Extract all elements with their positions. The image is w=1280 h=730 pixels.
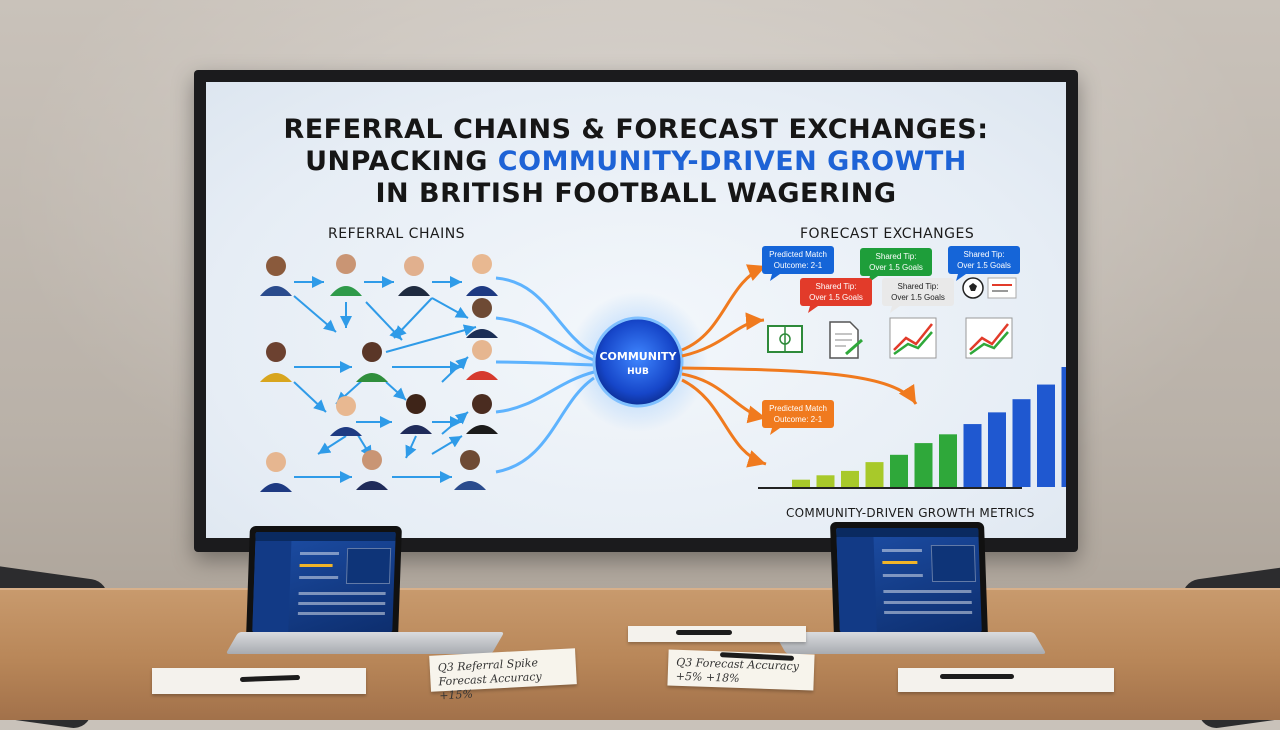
bubble-title: Shared Tip: — [816, 282, 857, 291]
pen — [676, 630, 732, 635]
dashboard-row — [298, 576, 339, 579]
growth-bar — [939, 434, 957, 487]
forecast-exchanges-label: FORECAST EXCHANGES — [800, 226, 975, 242]
title-accent: COMMUNITY-DRIVEN GROWTH — [497, 146, 967, 177]
growth-bar — [988, 412, 1006, 487]
person-avatar — [454, 450, 486, 490]
laptop-right-dashboard — [836, 528, 982, 632]
laptop-left-screen — [246, 526, 402, 638]
forecast-bubble: Shared Tip: Over 1.5 Goals — [882, 278, 954, 313]
bubble-detail: Outcome: 2-1 — [774, 261, 823, 270]
growth-metrics-label: COMMUNITY-DRIVEN GROWTH METRICS — [786, 506, 1035, 520]
forecast-bubble: Shared Tip: Over 1.5 Goals — [800, 278, 872, 313]
person-avatar — [466, 254, 498, 296]
pitch-icon — [767, 325, 803, 353]
hub-label-line-2: HUB — [627, 367, 649, 377]
growth-bar — [1012, 399, 1031, 487]
dashboard-row — [883, 590, 972, 594]
person-avatar — [260, 452, 292, 492]
football-icon — [962, 277, 984, 299]
pen — [940, 674, 1014, 679]
growth-bar — [841, 470, 859, 487]
person-avatar — [400, 394, 432, 434]
dashboard-header — [255, 532, 396, 541]
bubble-detail: Outcome: 2-1 — [774, 415, 823, 424]
dashboard-row — [883, 573, 924, 577]
dashboard-header — [836, 528, 979, 537]
bubble-title: Shared Tip: — [964, 250, 1005, 259]
dashboard-row — [884, 600, 973, 604]
document-icon — [829, 321, 863, 359]
bubble-title: Shared Tip: — [876, 252, 917, 261]
note-right-line-1-text: Q3 — [676, 655, 693, 670]
dashboard-row — [297, 602, 385, 605]
person-avatar — [260, 256, 292, 296]
bubble-detail: Over 1.5 Goals — [809, 293, 863, 302]
dashboard-sidebar — [836, 537, 877, 632]
title-line-2: UNPACKING COMMUNITY-DRIVEN GROWTH — [206, 146, 1066, 178]
growth-bar — [914, 443, 933, 487]
laptop-left-base — [225, 632, 505, 654]
dashboard-row — [884, 611, 973, 615]
dashboard-row — [299, 552, 340, 555]
stats-card-icon — [987, 277, 1017, 299]
bubble-detail: Over 1.5 Goals — [869, 263, 923, 272]
title-line-3: IN BRITISH FOOTBALL WAGERING — [375, 178, 897, 209]
paper-sheet — [898, 668, 1114, 692]
forecast-bubble: Shared Tip: Over 1.5 Goals — [860, 248, 932, 283]
bubble-title: Shared Tip: — [898, 282, 939, 291]
wall-display: REFERRAL CHAINS & FORECAST EXCHANGES: UN… — [194, 70, 1078, 552]
person-avatar — [466, 394, 498, 434]
growth-bar — [865, 462, 884, 487]
laptop-right-screen — [829, 522, 989, 638]
trend-chart-icon — [965, 317, 1013, 359]
forecast-arrows — [681, 264, 918, 468]
person-avatar — [330, 396, 362, 436]
referral-chains-label: REFERRAL CHAINS — [328, 226, 466, 242]
bubble-detail: Over 1.5 Goals — [891, 293, 945, 302]
trend-chart-icon — [889, 317, 937, 359]
presentation-slide: REFERRAL CHAINS & FORECAST EXCHANGES: UN… — [206, 82, 1066, 538]
growth-bar — [792, 479, 810, 487]
person-avatar — [398, 256, 430, 296]
person-avatar — [260, 342, 292, 382]
person-avatar — [356, 342, 388, 382]
dashboard-chart — [346, 548, 392, 584]
growth-bar — [1037, 384, 1055, 487]
growth-bar — [890, 454, 908, 487]
dashboard-row — [299, 564, 334, 567]
title-line-1: REFERRAL CHAINS & FORECAST EXCHANGES: — [283, 114, 989, 145]
growth-bar — [963, 424, 982, 487]
hub-label-line-1: COMMUNITY — [599, 350, 677, 363]
person-avatar — [466, 340, 498, 380]
dashboard-chart — [930, 544, 977, 582]
dashboard-row — [882, 561, 917, 565]
referral-people — [260, 254, 498, 492]
growth-bar — [1061, 367, 1066, 487]
sticky-note-left: Q3 Referral Spike Forecast Accuracy +15% — [429, 648, 577, 702]
bubble-detail: Over 1.5 Goals — [957, 261, 1011, 270]
conference-table — [0, 590, 1280, 720]
laptop-right-base — [773, 632, 1047, 654]
laptop-left-dashboard — [252, 532, 396, 632]
dashboard-row — [297, 612, 385, 615]
growth-bar-chart — [792, 367, 1066, 487]
community-hub — [592, 316, 684, 408]
forecast-bubble: Shared Tip: Over 1.5 Goals — [948, 246, 1020, 281]
title-line-2-prefix: UNPACKING — [305, 146, 498, 177]
dashboard-row — [298, 592, 386, 595]
bubble-title: Predicted Match — [769, 404, 827, 413]
slide-title: REFERRAL CHAINS & FORECAST EXCHANGES: UN… — [206, 114, 1066, 210]
dashboard-sidebar — [252, 541, 292, 632]
person-avatar — [330, 254, 362, 296]
bubble-title: Predicted Match — [769, 250, 827, 259]
person-avatar — [466, 298, 498, 338]
person-avatar — [356, 450, 388, 490]
growth-bar — [816, 475, 835, 487]
dashboard-row — [882, 548, 923, 552]
